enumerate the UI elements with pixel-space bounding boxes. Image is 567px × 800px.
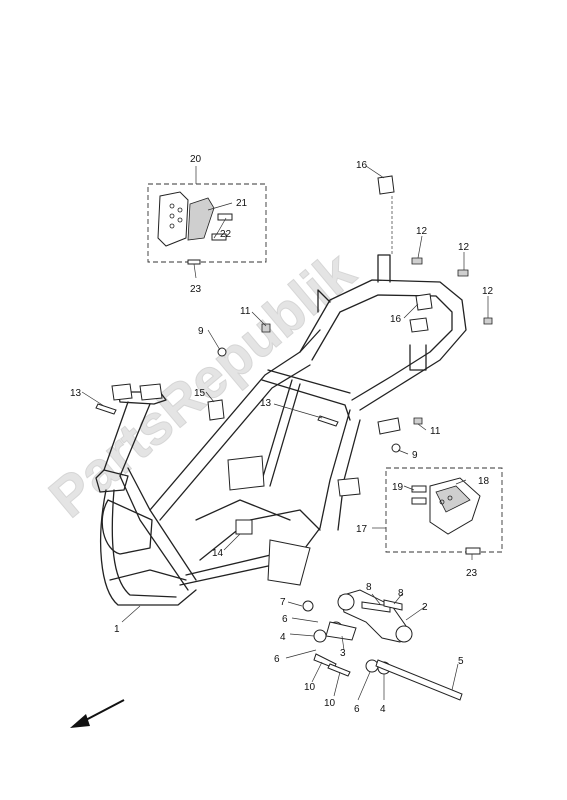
leader-lines bbox=[81, 165, 489, 701]
callout-23b: 23 bbox=[466, 568, 478, 579]
callout-22: 22 bbox=[220, 229, 232, 240]
callout-19: 19 bbox=[392, 482, 404, 493]
engine-mount-parts bbox=[302, 589, 463, 701]
callout-labels: 20 21 22 23 16 12 12 12 16 11 9 13 15 13… bbox=[70, 154, 494, 715]
callout-12a: 12 bbox=[416, 226, 428, 237]
front-direction-arrow-icon bbox=[70, 699, 125, 728]
callout-5: 5 bbox=[458, 656, 464, 667]
callout-9a: 9 bbox=[198, 326, 204, 337]
callout-23a: 23 bbox=[190, 284, 202, 295]
callout-15: 15 bbox=[194, 388, 206, 399]
group-17-dashed-box bbox=[385, 467, 503, 553]
callout-10a: 10 bbox=[304, 682, 316, 693]
callout-20: 20 bbox=[190, 154, 202, 165]
callout-12c: 12 bbox=[482, 286, 494, 297]
callout-11b: 11 bbox=[430, 426, 441, 437]
callout-16b: 16 bbox=[390, 314, 402, 325]
group-20-dashed-box bbox=[147, 183, 267, 263]
callout-7: 7 bbox=[280, 597, 286, 608]
callout-16a: 16 bbox=[356, 160, 368, 171]
callout-4b: 4 bbox=[380, 704, 386, 715]
callout-6a: 6 bbox=[282, 614, 288, 625]
callout-12b: 12 bbox=[458, 242, 470, 253]
callout-6b: 6 bbox=[274, 654, 280, 665]
callout-17: 17 bbox=[356, 524, 368, 535]
callout-1: 1 bbox=[114, 624, 120, 635]
loose-parts bbox=[95, 175, 493, 555]
main-frame bbox=[95, 254, 467, 606]
callout-8b: 8 bbox=[398, 588, 404, 599]
callout-8a: 8 bbox=[366, 582, 372, 593]
callout-10b: 10 bbox=[324, 698, 336, 709]
callout-21: 21 bbox=[236, 198, 248, 209]
callout-11a: 11 bbox=[240, 306, 251, 317]
callout-4a: 4 bbox=[280, 632, 286, 643]
callout-18: 18 bbox=[478, 476, 490, 487]
callout-13a: 13 bbox=[70, 388, 82, 399]
callout-9b: 9 bbox=[412, 450, 418, 461]
callout-2: 2 bbox=[422, 602, 428, 613]
callout-3: 3 bbox=[340, 648, 346, 659]
callout-6c: 6 bbox=[354, 704, 360, 715]
callout-14: 14 bbox=[212, 548, 224, 559]
callout-13b: 13 bbox=[260, 398, 272, 409]
